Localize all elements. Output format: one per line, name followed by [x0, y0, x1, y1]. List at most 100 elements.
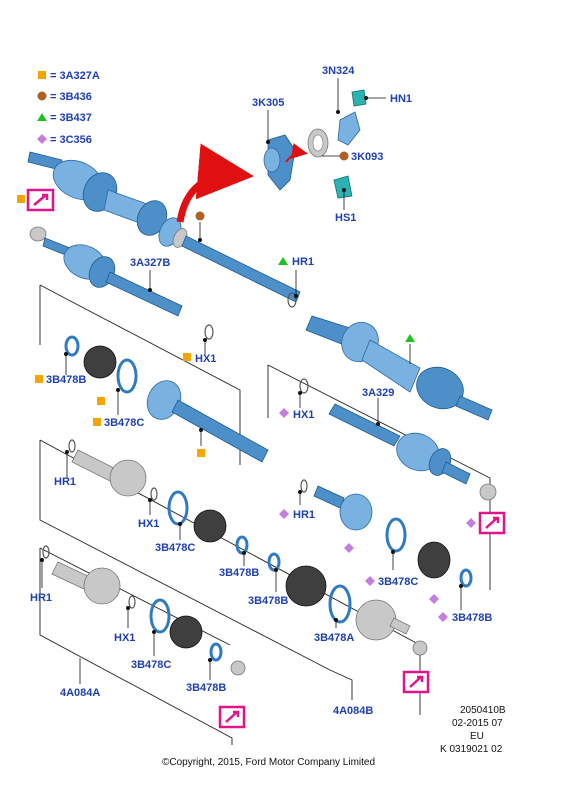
label-4a084a: 4A084A	[60, 687, 100, 699]
washer-part-2	[479, 483, 497, 501]
lilac-diamond-marker-4	[344, 543, 354, 553]
label-4a084b: 4A084B	[333, 705, 373, 717]
legend: = 3A327A = 3B436 = 3B437 = 3C356	[37, 70, 100, 146]
lilac-diamond-marker-5	[365, 576, 375, 586]
shaft-3a329	[328, 403, 471, 485]
clamp-part-5	[267, 552, 281, 572]
hub-assembly	[263, 89, 367, 199]
clamp-part-7	[385, 517, 407, 553]
legend-item-3: = 3B437	[50, 112, 92, 124]
orange-square-marker-d	[197, 449, 205, 457]
label-hx1-kit1: HX1	[138, 518, 159, 530]
boot-part	[83, 345, 117, 379]
circlip-part-5	[300, 479, 308, 493]
lilac-diamond-marker-6	[429, 594, 439, 604]
legend-item-1: = 3A327A	[50, 70, 100, 82]
label-hn1: HN1	[390, 93, 412, 105]
legend-triangle-green	[37, 113, 47, 121]
clamp-part-10	[209, 642, 223, 662]
legend-circle-brown	[37, 91, 47, 101]
label-3b478b-kit1: 3B478B	[219, 567, 259, 579]
boot-part-4	[417, 541, 451, 579]
clamp-part-2	[116, 358, 138, 394]
lilac-diamond-marker-7	[438, 612, 448, 622]
label-hr1-top: HR1	[292, 256, 314, 268]
grease-tool-icon-4	[218, 705, 246, 729]
legend-item-4: = 3C356	[50, 134, 92, 146]
orange-square-marker	[17, 195, 25, 203]
washer-part-3	[412, 640, 428, 656]
label-hs1: HS1	[335, 212, 356, 224]
red-curved-arrow-icon	[176, 143, 254, 223]
label-3n324: 3N324	[322, 65, 355, 77]
label-hx1-right: HX1	[293, 409, 314, 421]
lilac-diamond-marker-2	[466, 518, 476, 528]
label-3b478b-right: 3B478B	[452, 612, 492, 624]
inner-joint-kit1	[71, 449, 147, 497]
clamp-part-9	[149, 598, 171, 634]
main-driveshaft	[27, 151, 493, 421]
grease-tool-icon-3	[402, 670, 430, 694]
clamp-part-6	[328, 584, 352, 624]
brown-dot-marker-2	[195, 211, 205, 221]
label-3b478b-kit2: 3B478B	[186, 682, 226, 694]
label-3k093: 3K093	[351, 151, 383, 163]
washer-part	[29, 226, 47, 242]
circlip-part-7	[128, 595, 136, 609]
legend-square-orange	[38, 71, 46, 79]
circlip-part-6	[42, 545, 50, 559]
legend-diamond-lilac	[37, 134, 47, 144]
orange-square-marker-c	[93, 418, 101, 426]
orange-square-marker-b	[97, 397, 105, 405]
boot-part-5	[169, 615, 203, 649]
label-hr1-kit1: HR1	[54, 476, 76, 488]
circlip-part-2	[299, 378, 309, 394]
green-triangle-marker-2	[405, 334, 415, 342]
label-3k305: 3K305	[252, 97, 284, 109]
label-hx1-kit2: HX1	[114, 632, 135, 644]
copyright: ©Copyright, 2015, Ford Motor Company Lim…	[162, 757, 375, 768]
green-triangle-marker	[278, 257, 288, 265]
boot-part-2	[193, 509, 227, 543]
label-3b478a-kit1: 3B478A	[314, 632, 354, 644]
clamp-part-4	[235, 535, 249, 555]
diagram-date: 02-2015 07	[452, 718, 503, 729]
label-3a327b: 3A327B	[130, 257, 170, 269]
label-hr1-kit2: HR1	[30, 592, 52, 604]
label-hr1-right2: HR1	[293, 509, 315, 521]
brown-dot-marker	[339, 151, 349, 161]
lilac-diamond-marker-3	[279, 509, 289, 519]
grease-tool-icon-2	[478, 511, 506, 535]
lilac-diamond-marker	[279, 408, 289, 418]
diagram-ref: K 0319021 02	[440, 744, 503, 755]
grease-tool-icon	[26, 188, 55, 212]
inner-joint-right	[313, 485, 373, 531]
inner-joint-kit2	[51, 561, 121, 605]
legend-item-2: = 3B436	[50, 91, 92, 103]
label-3b478c-right: 3B478C	[378, 576, 418, 588]
clamp-part	[64, 335, 80, 357]
label-3b478c-kit1: 3B478C	[155, 542, 195, 554]
outer-joint-kit1	[355, 599, 411, 641]
label-3b478c-kit2: 3B478C	[131, 659, 171, 671]
label-3b478b-kit1b: 3B478B	[248, 595, 288, 607]
boot-part-3	[285, 565, 327, 607]
shaft-inner-left	[146, 380, 269, 463]
circlip-part	[204, 324, 214, 340]
label-3a329: 3A329	[362, 387, 394, 399]
clamp-part-8	[459, 568, 473, 588]
red-small-arrow-icon	[285, 143, 308, 163]
diagram-region: EU	[470, 731, 484, 742]
label-hx1-left: HX1	[195, 353, 216, 365]
circlip-part-3	[68, 439, 76, 453]
clamp-part-3	[167, 490, 189, 526]
orange-square-marker-hx1	[183, 353, 191, 361]
diagram-id: 2050410B	[460, 705, 506, 716]
orange-square-marker-3b478b	[35, 375, 43, 383]
label-3b478b-left: 3B478B	[46, 374, 86, 386]
washer-part-4	[230, 660, 246, 676]
circlip-part-4	[150, 487, 158, 501]
label-3b478c-left: 3B478C	[104, 417, 144, 429]
shaft-3a327b	[42, 237, 183, 317]
